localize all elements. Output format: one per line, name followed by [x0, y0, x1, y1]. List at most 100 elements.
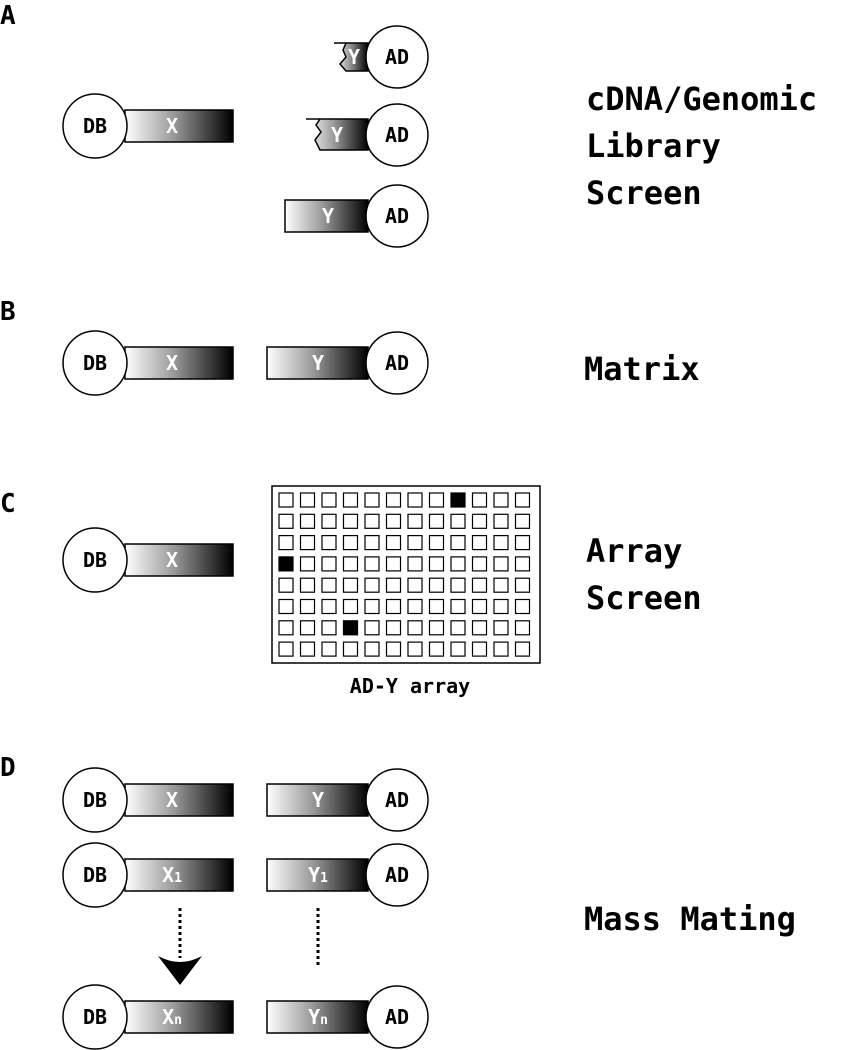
prey-construct-a2: Y AD	[306, 103, 429, 167]
array-cell	[428, 598, 445, 615]
x-fusion-bar	[124, 346, 234, 380]
array-cell	[278, 641, 294, 657]
array-cell	[450, 598, 466, 615]
array-cell	[450, 534, 466, 551]
array-cell-positive	[278, 556, 294, 572]
db-label: DB	[83, 1005, 107, 1029]
array-cell	[342, 513, 359, 529]
y-fusion-bar	[266, 783, 369, 817]
prey-construct-d3: Yn AD	[266, 985, 429, 1049]
db-label: DB	[83, 788, 107, 812]
array-cell	[299, 513, 316, 529]
array-cell	[407, 556, 423, 572]
array-cell	[471, 513, 488, 529]
y-protein: Y	[308, 863, 320, 887]
array-cell	[450, 620, 466, 636]
db-domain-circle	[62, 330, 128, 396]
yn-label: Yn	[308, 1005, 328, 1029]
array-cell	[364, 577, 380, 593]
array-frame	[271, 485, 541, 664]
ad-domain-circle	[365, 768, 429, 832]
array-cell	[342, 492, 359, 508]
array-cell	[321, 620, 337, 636]
x-fusion-bar	[124, 1000, 234, 1034]
array-cell	[514, 641, 531, 657]
array-cell	[299, 556, 316, 572]
array-cell	[342, 598, 359, 615]
array-cell	[364, 641, 380, 657]
array-cell	[407, 577, 423, 593]
y-protein: Y	[308, 1005, 320, 1029]
ad-label: AD	[385, 863, 409, 887]
label-array-screen-line2: Screen	[586, 579, 702, 617]
array-cell	[342, 577, 359, 593]
y-fusion-bar	[266, 858, 369, 892]
array-cell	[428, 556, 445, 572]
db-label: DB	[83, 114, 107, 138]
ad-domain-circle	[365, 843, 429, 907]
array-cell	[407, 492, 423, 508]
label-mass-mating: Mass Mating	[584, 900, 796, 938]
array-cell	[471, 492, 488, 508]
array-cell	[493, 492, 509, 508]
array-cell	[450, 577, 466, 593]
array-cell	[278, 492, 294, 508]
array-cell	[514, 620, 531, 636]
array-cell	[364, 598, 380, 615]
array-cell	[514, 577, 531, 593]
db-domain-circle	[62, 527, 128, 593]
array-cell	[342, 556, 359, 572]
label-array-screen-line1: Array	[586, 532, 682, 570]
array-cell	[493, 556, 509, 572]
y1-label: Y1	[308, 863, 328, 887]
db-domain-circle	[62, 984, 128, 1050]
array-cell	[385, 513, 402, 529]
panel-letter-c: C	[0, 489, 16, 519]
array-cell	[471, 620, 488, 636]
array-cell	[428, 641, 445, 657]
ad-domain-circle	[365, 184, 429, 248]
array-cell	[278, 598, 294, 615]
y-subscript: 1	[320, 871, 328, 886]
array-cell	[493, 641, 509, 657]
array-cell	[278, 534, 294, 551]
array-cell	[364, 620, 380, 636]
array-cell	[428, 513, 445, 529]
array-cell	[342, 641, 359, 657]
x-label: X	[166, 114, 178, 138]
array-cell	[514, 492, 531, 508]
bait-construct-d2: DB X1	[62, 842, 234, 908]
array-cell	[514, 513, 531, 529]
array-cell	[385, 577, 402, 593]
array-cell	[428, 620, 445, 636]
ad-label: AD	[385, 1005, 409, 1029]
prey-construct-a1: Y AD	[334, 25, 429, 89]
ad-label: AD	[385, 204, 409, 228]
array-cell	[493, 513, 509, 529]
x-fusion-bar	[124, 783, 234, 817]
y-label: Y	[348, 45, 360, 69]
y-label: Y	[322, 204, 334, 228]
x-label: X	[166, 351, 178, 375]
array-cell	[364, 534, 380, 551]
x-fusion-bar	[124, 109, 234, 143]
array-cell	[428, 492, 445, 508]
array-cell	[321, 598, 337, 615]
array-cell	[450, 556, 466, 572]
array-cell	[471, 577, 488, 593]
label-library-screen-line2: Library	[586, 127, 721, 165]
array-cell	[493, 577, 509, 593]
array-cell	[407, 620, 423, 636]
ad-domain-circle	[365, 25, 429, 89]
y-subscript: n	[320, 1013, 328, 1028]
ad-domain-circle	[365, 331, 429, 395]
array-cell	[407, 534, 423, 551]
ad-label: AD	[385, 123, 409, 147]
panel-letter-a: A	[0, 1, 16, 31]
array-cell	[514, 534, 531, 551]
array-cell	[299, 577, 316, 593]
x1-label: X1	[162, 863, 182, 887]
db-label: DB	[83, 548, 107, 572]
array-cell	[450, 513, 466, 529]
